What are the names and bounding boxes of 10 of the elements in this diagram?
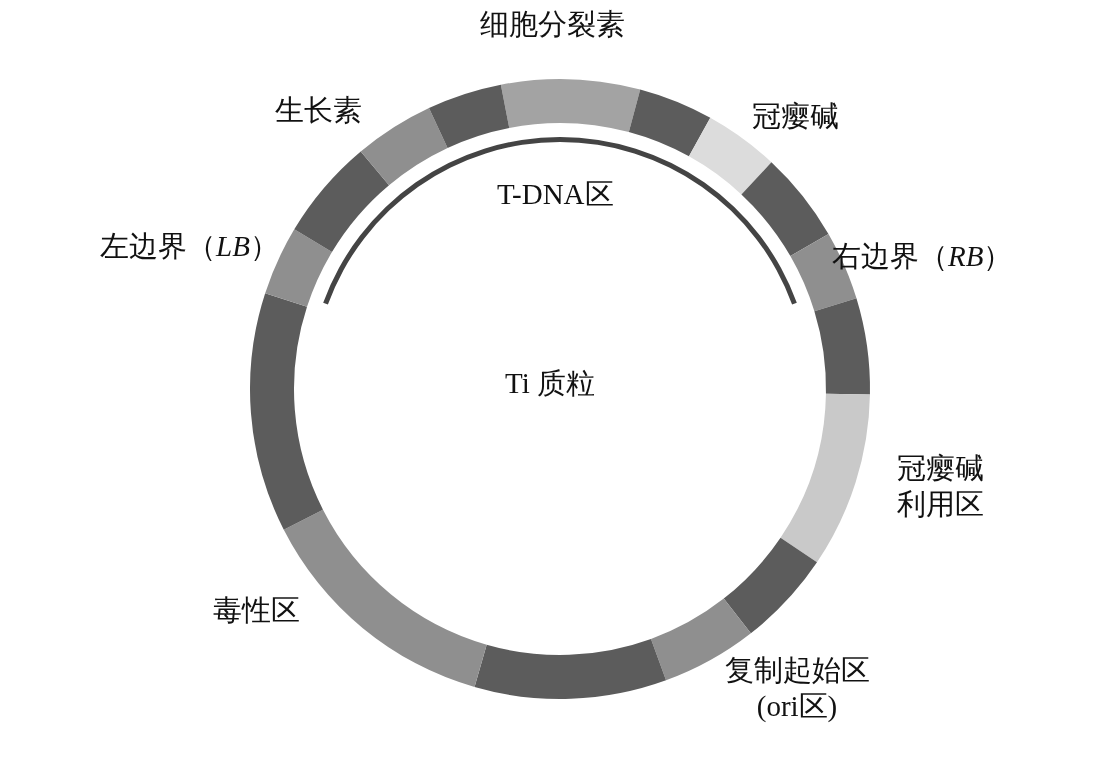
region-label: T-DNA区 <box>497 177 614 212</box>
region-label: 冠瘿碱利用区 <box>895 451 985 523</box>
region-label: 冠瘿碱 <box>752 99 839 134</box>
region-label: 右边界（RB） <box>832 239 1013 274</box>
region-label: Ti 质粒 <box>505 366 595 401</box>
region-label: 生长素 <box>275 93 362 128</box>
region-label: 复制起始区(ori区) <box>723 653 871 725</box>
region-label: 毒性区 <box>213 593 300 628</box>
region-label: 左边界（LB） <box>100 229 279 264</box>
region-label: 细胞分裂素 <box>480 7 625 42</box>
